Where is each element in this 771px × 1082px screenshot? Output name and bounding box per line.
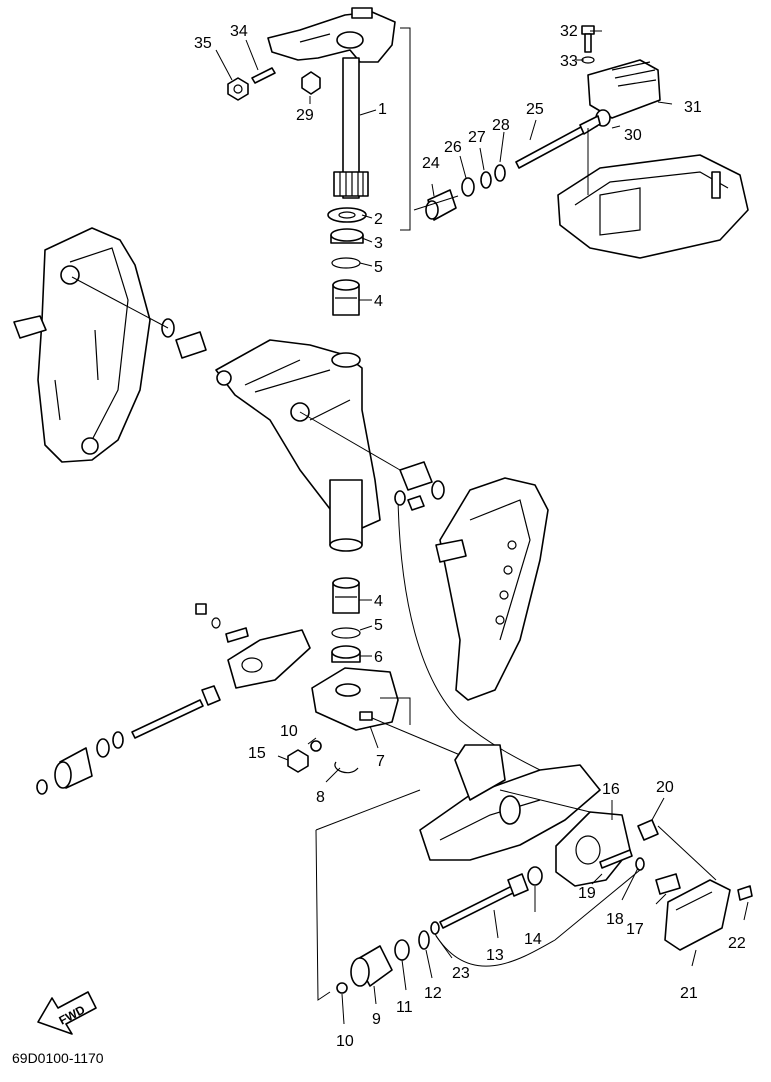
fwd-arrow (37, 991, 97, 1035)
mount-rubber-left (54, 747, 93, 789)
callout-10a: 10 (280, 723, 298, 740)
lower-casing (419, 744, 601, 861)
callout-33: 33 (560, 53, 578, 70)
callout-24: 24 (422, 155, 440, 172)
callout-16: 16 (602, 781, 620, 798)
clamp-bracket-right (435, 477, 549, 701)
bushing-3 (330, 228, 364, 244)
drawing-code: 69D0100-1170 (12, 1050, 104, 1066)
grease-nipple-23 (430, 921, 440, 935)
callout-14: 14 (524, 931, 542, 948)
nut-29 (301, 71, 321, 95)
washer-right (431, 480, 445, 500)
nut-35 (227, 77, 249, 101)
callout-13: 13 (486, 947, 504, 964)
callout-labels: 1 2 3 5 4 4 5 6 7 8 9 10 10 11 12 13 14 … (194, 23, 746, 1050)
mount-bolt-left (131, 685, 221, 739)
callout-34: 34 (230, 23, 248, 40)
washer-11 (394, 939, 410, 961)
bolt-34 (251, 67, 276, 84)
washer-left-c (36, 779, 48, 795)
bolt-19 (599, 849, 633, 869)
bushing-4b (332, 577, 360, 614)
damper-plate (227, 629, 311, 689)
mount-rubber-9 (350, 945, 393, 987)
callout-7: 7 (376, 753, 385, 770)
callout-20: 20 (656, 779, 674, 796)
callout-25: 25 (526, 101, 544, 118)
bushing-4a (332, 279, 360, 316)
washer-14 (527, 866, 543, 886)
callout-12: 12 (424, 985, 442, 1002)
leader-lines (215, 30, 749, 1025)
callout-5b: 5 (374, 617, 383, 634)
washer-10a (310, 740, 322, 752)
bolt-17 (655, 873, 681, 895)
callout-5a: 5 (374, 259, 383, 276)
washer-27 (480, 171, 492, 189)
washer-18 (635, 857, 645, 871)
bolt-small-b (225, 627, 249, 643)
o-ring-5a (331, 257, 361, 269)
cover-21 (664, 879, 731, 951)
callout-18: 18 (606, 911, 624, 928)
bolt-small-a (195, 603, 207, 615)
callout-15: 15 (248, 745, 266, 762)
callout-23: 23 (452, 965, 470, 982)
callout-10b: 10 (336, 1033, 354, 1050)
bolt-25 (515, 115, 601, 169)
lower-mount-bracket (311, 667, 399, 731)
callout-11: 11 (396, 999, 413, 1016)
bushing-right (399, 461, 433, 491)
callout-21: 21 (680, 985, 698, 1002)
callout-27: 27 (468, 129, 486, 146)
washer-left-a (112, 731, 124, 749)
washer-26 (461, 177, 475, 197)
washer-28 (494, 164, 506, 182)
callout-19: 19 (578, 885, 596, 902)
clip-8 (334, 761, 359, 774)
lower-cowling-tray (557, 128, 749, 259)
callout-35: 35 (194, 35, 212, 52)
callout-17: 17 (626, 921, 644, 938)
grommet-20 (637, 819, 659, 841)
callout-8: 8 (316, 789, 325, 806)
steering-arm (267, 7, 396, 63)
steering-shaft (333, 57, 369, 199)
callout-3: 3 (374, 235, 383, 252)
callout-31: 31 (684, 99, 702, 116)
washer-small-a (211, 617, 221, 629)
nut-15 (287, 749, 309, 773)
washer-left-b (96, 738, 110, 758)
bushing-left (175, 331, 207, 359)
callout-28: 28 (492, 117, 510, 134)
callout-6: 6 (374, 649, 383, 666)
callout-32: 32 (560, 23, 578, 40)
grease-nipple (407, 495, 425, 511)
clamp-bracket-left (13, 227, 151, 463)
bushing-6 (331, 645, 361, 663)
mount-housing-16 (555, 811, 631, 887)
callout-26: 26 (444, 139, 462, 156)
bolt-22 (737, 885, 753, 901)
swivel-bracket (215, 339, 381, 552)
cover-31 (587, 59, 661, 119)
washer-2 (327, 207, 367, 223)
washer-10b (336, 982, 348, 994)
callout-2: 2 (374, 211, 383, 228)
callout-1: 1 (378, 101, 387, 118)
callout-30: 30 (624, 127, 642, 144)
callout-9: 9 (372, 1011, 381, 1028)
callout-4a: 4 (374, 293, 383, 310)
washer-12 (418, 930, 430, 950)
bolt-13 (439, 873, 529, 929)
callout-22: 22 (728, 935, 746, 952)
bolt-32 (581, 25, 595, 53)
o-ring-5b (331, 627, 361, 639)
callout-4b: 4 (374, 593, 383, 610)
callout-29: 29 (296, 107, 314, 124)
